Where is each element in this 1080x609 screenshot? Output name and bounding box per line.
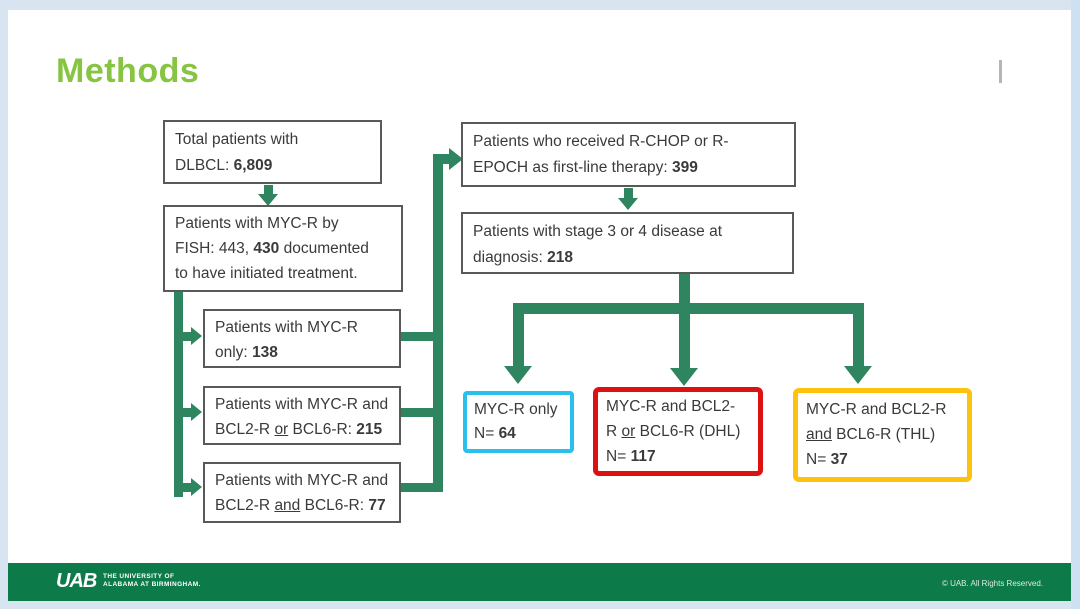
branch-line-center	[679, 274, 690, 369]
arrow-down-icon	[670, 368, 698, 386]
arrow-down-icon	[504, 366, 532, 384]
connector-segment	[174, 332, 191, 341]
uab-logo: UAB	[56, 570, 97, 592]
arrow-right-icon	[449, 148, 463, 170]
arrow-right-icon	[191, 327, 202, 345]
branch-line-left	[513, 303, 524, 367]
gather-line-vertical	[433, 154, 443, 492]
arrow-down-icon	[844, 366, 872, 384]
arrow-right-icon	[191, 478, 202, 496]
background-right-strip	[1071, 0, 1080, 609]
connector-segment	[401, 483, 443, 492]
arrow-right-icon	[191, 403, 202, 421]
branch-line-right	[853, 303, 864, 367]
connector-segment	[401, 332, 443, 341]
connector-segment	[624, 188, 633, 198]
connector-segment	[174, 483, 191, 492]
footer-org-name: THE UNIVERSITY OF ALABAMA AT BIRMINGHAM.	[103, 573, 201, 589]
footer-org-line1: THE UNIVERSITY OF	[103, 573, 175, 580]
footer-org-line2: ALABAMA AT BIRMINGHAM.	[103, 581, 201, 588]
connector-segment	[433, 154, 449, 164]
connector-segment	[401, 408, 443, 417]
connector-segment	[264, 185, 273, 195]
arrow-down-icon	[618, 198, 638, 210]
branch-line-horizontal	[513, 303, 864, 314]
cursor-mark	[999, 60, 1002, 83]
connector-segment	[174, 408, 191, 417]
slide-title: Methods	[56, 52, 200, 90]
footer-bar: UAB THE UNIVERSITY OF ALABAMA AT BIRMING…	[8, 563, 1071, 601]
bracket-line-left	[174, 292, 183, 497]
arrow-down-icon	[258, 194, 278, 206]
flow-box-rchop-repoch: Patients who received R-CHOP or R-EPOCH …	[461, 122, 796, 187]
footer-copyright: © UAB. All Rights Reserved.	[941, 579, 1043, 588]
outcome-box-dhl: MYC-R and BCL2-R or BCL6-R (DHL)N= 117	[593, 387, 763, 476]
